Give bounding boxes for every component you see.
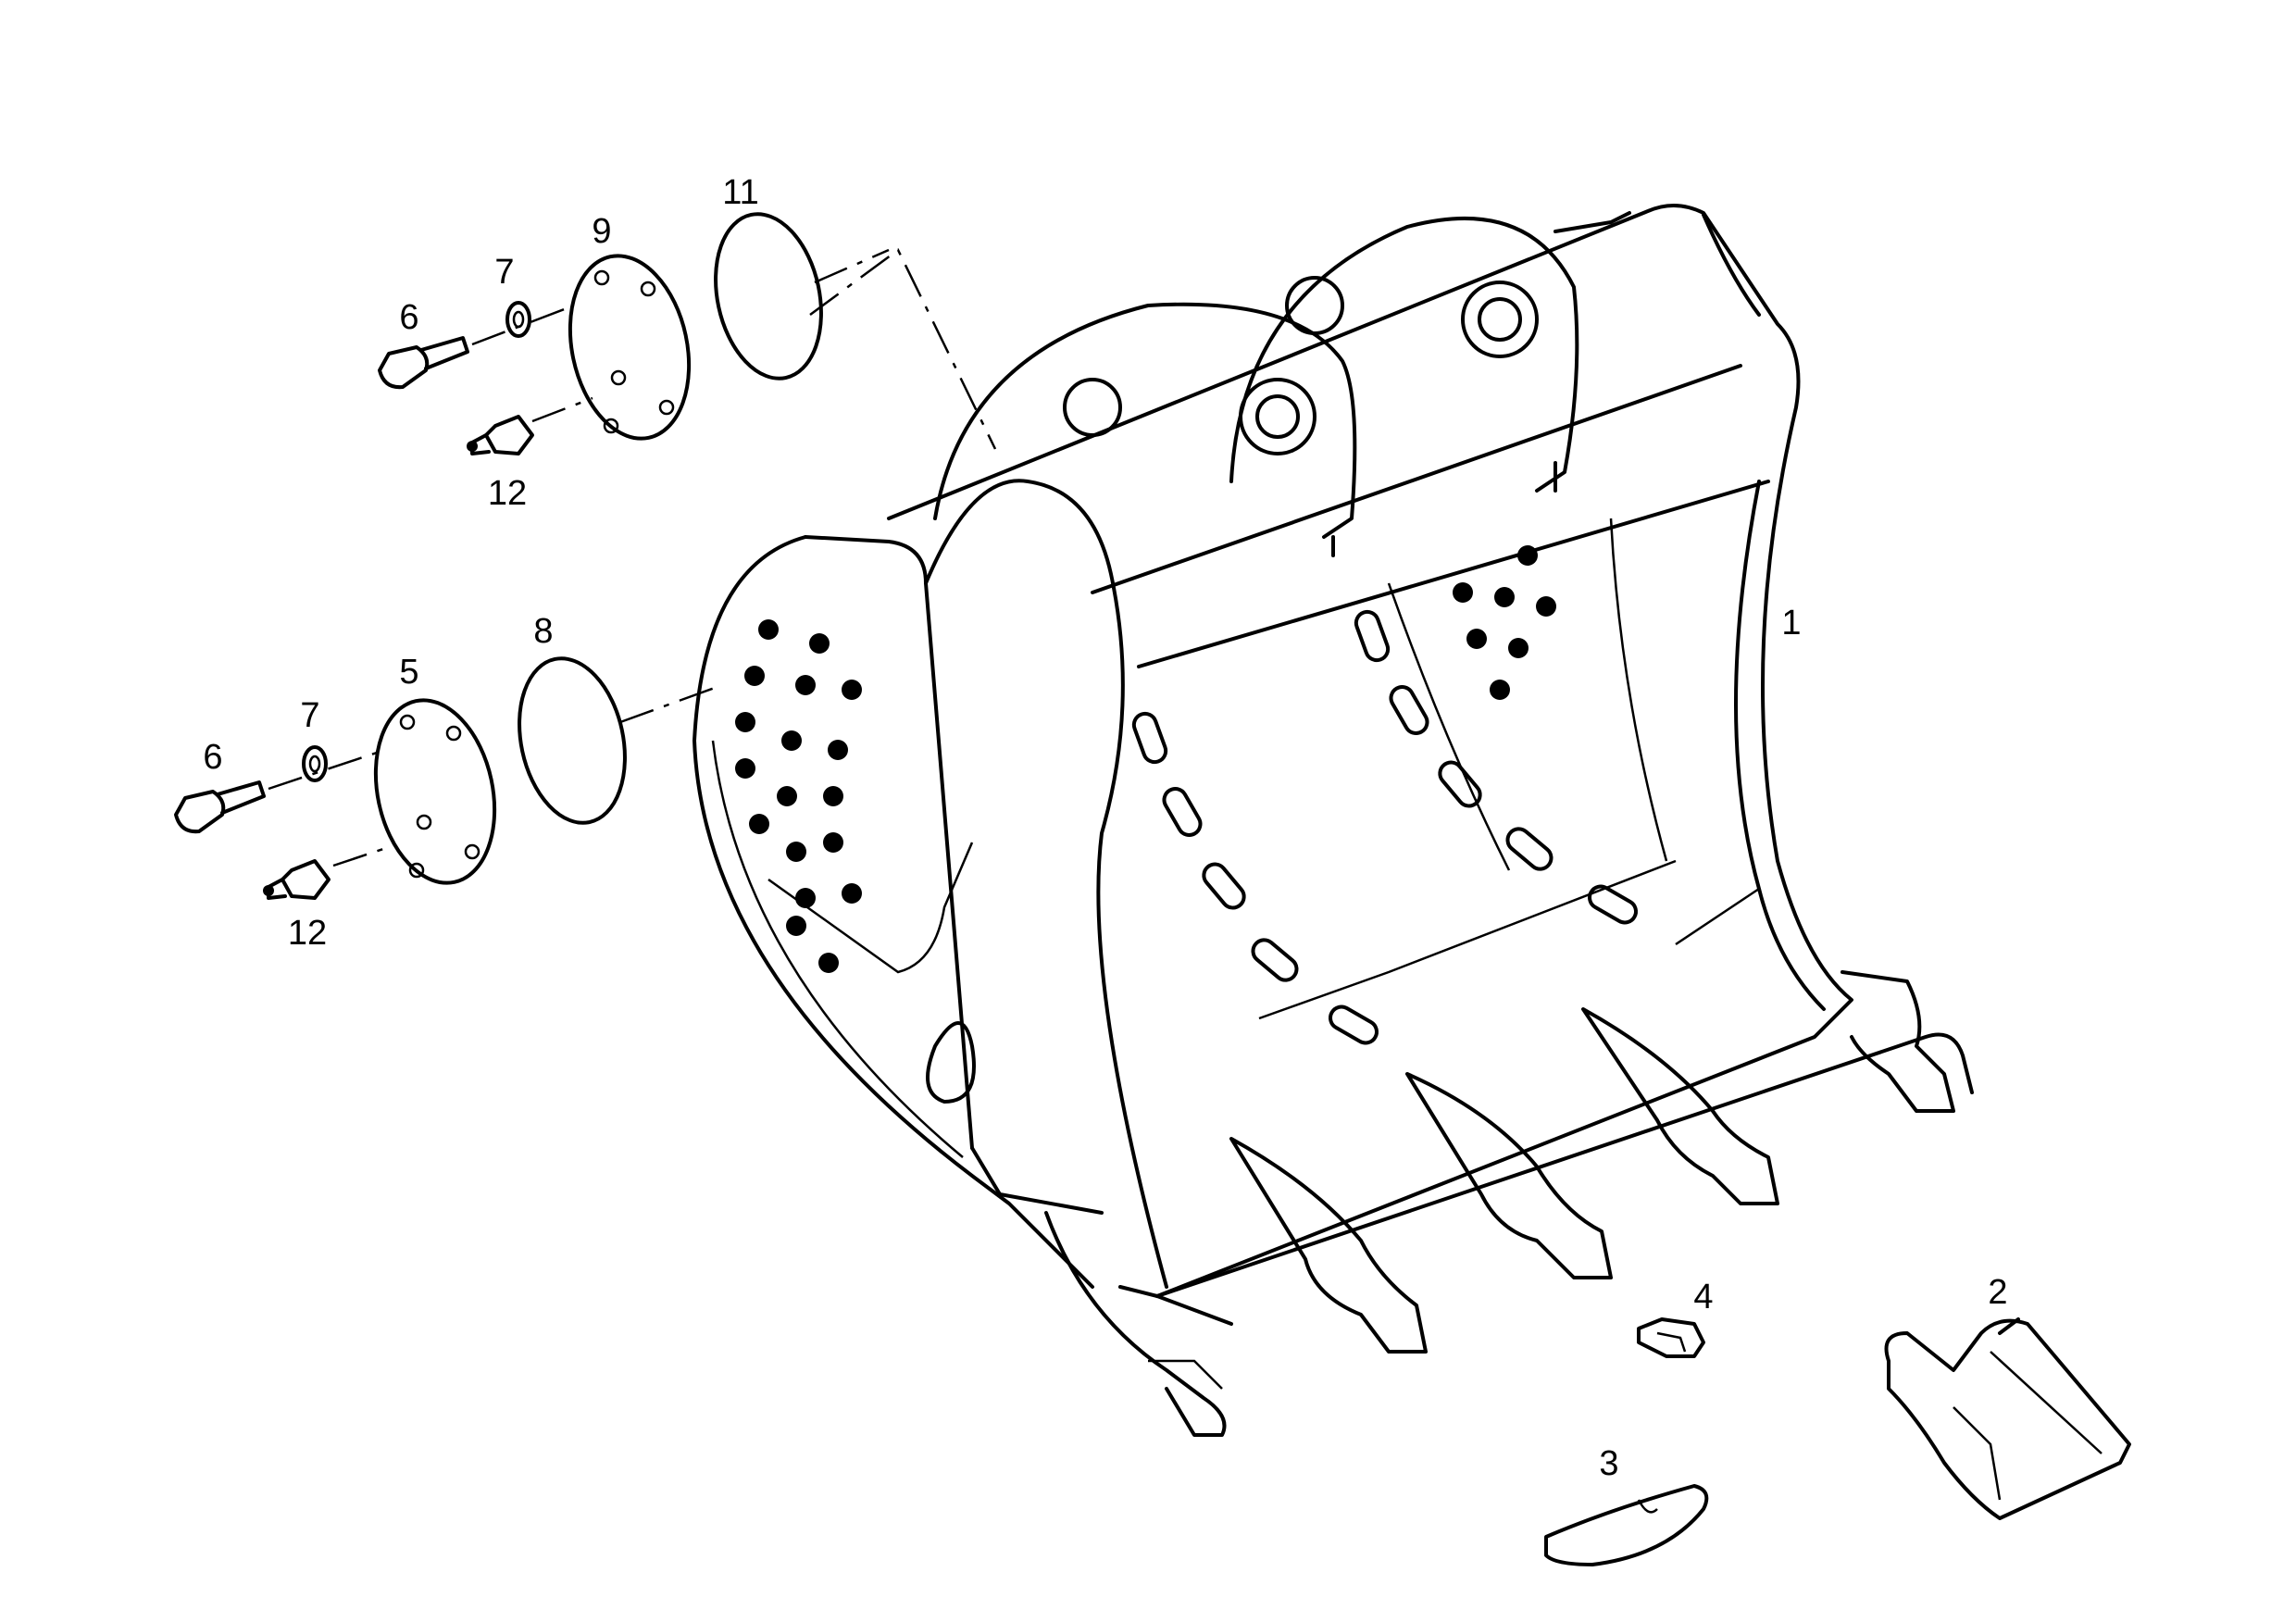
callout-11: 11 [722,173,758,212]
grease-nipple-12-upper [467,415,534,455]
callout-7-upper: 7 [494,253,514,292]
callout-2: 2 [1988,1273,2007,1312]
lower-pin-retainer-group [174,656,723,900]
cover-plate-9 [568,254,692,441]
bucket-body [693,203,1974,1437]
grease-nipple-12-lower [263,859,331,900]
pin-3 [1544,1484,1709,1566]
upper-pin-retainer-group [378,212,890,455]
retainer-4 [1637,1317,1705,1358]
washer-7-upper [505,301,531,338]
bolt-6-lower [174,780,266,834]
callout-6-upper: 6 [399,298,418,337]
callout-9: 9 [592,212,611,251]
side-plate-holes-right [1453,545,1556,700]
bucket-slots [1131,609,1638,1045]
side-plate-holes-left [735,619,862,973]
callout-8: 8 [533,612,553,651]
callout-4: 4 [1693,1278,1713,1316]
callout-12-upper: 12 [488,474,527,513]
cover-plate-5 [373,698,497,885]
callout-7-lower: 7 [300,696,319,735]
washer-7-lower [302,745,328,782]
callout-1: 1 [1781,604,1801,643]
callout-3: 3 [1599,1444,1618,1483]
o-ring-8 [518,656,627,825]
callout-12-lower: 12 [288,914,327,953]
callout-labels: 1 2 3 4 5 6 6 7 7 8 9 11 12 12 [203,173,2007,1483]
bolt-6-upper [378,336,469,390]
tooth-point-2 [1884,1317,2131,1520]
callout-6-lower: 6 [203,738,222,777]
o-ring-11 [714,212,823,381]
callout-5: 5 [399,653,418,692]
